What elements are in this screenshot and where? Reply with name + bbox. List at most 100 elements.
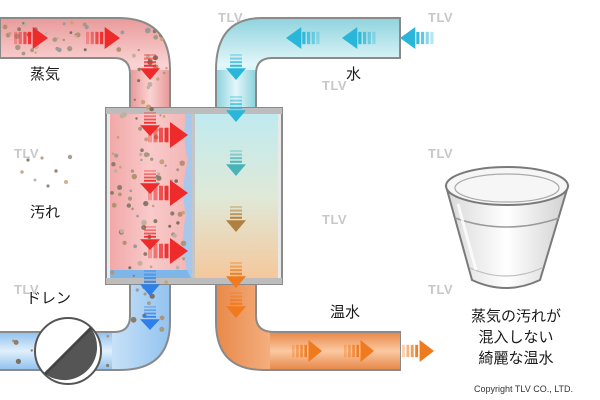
- dirt-particle: [74, 34, 78, 38]
- water-flow-arrow-icon: [342, 27, 376, 49]
- dirt-particle: [52, 37, 58, 42]
- dirt-particle: [145, 54, 150, 59]
- dirt-particle: [165, 67, 168, 70]
- dirt-particle: [137, 48, 140, 52]
- dirt-particle: [34, 51, 37, 54]
- dirt-particle: [116, 47, 122, 52]
- dirt-particle: [83, 48, 87, 52]
- drain-label: ドレン: [26, 289, 72, 307]
- dirt-particle: [141, 219, 147, 226]
- dirt-particle: [130, 316, 137, 323]
- steam-flow-arrow-icon: [140, 170, 160, 194]
- dirt-particle: [70, 21, 74, 25]
- dirt-particle: [164, 280, 168, 284]
- water-flow-arrow-icon: [226, 54, 246, 80]
- result-caption-line: 綺麗な温水: [478, 349, 554, 367]
- dirt-particle: [159, 326, 165, 332]
- dirt-particle: [114, 153, 119, 158]
- dirt-particle: [182, 257, 186, 261]
- copyright-notice: Copyright TLV CO., LTD.: [474, 384, 574, 394]
- dirt-particle: [56, 37, 59, 40]
- dirt-particle: [132, 53, 136, 58]
- dirt-particle: [156, 175, 162, 181]
- heat-exchanger: [105, 107, 283, 285]
- dirt-particle: [45, 32, 48, 35]
- result-caption-line: 混入しない: [478, 328, 554, 346]
- dirt-particle: [130, 169, 135, 173]
- water-flow-arrow-icon: [226, 206, 246, 232]
- steam-label: 蒸気: [30, 65, 61, 83]
- dirt-particle: [57, 47, 62, 53]
- dirt-sample: [20, 154, 73, 188]
- hot-water-flow-arrow-icon: [402, 340, 434, 362]
- dirt-particle: [176, 221, 180, 225]
- water-flow-arrow-icon: [226, 150, 246, 176]
- tlv-watermark: TLV: [322, 78, 348, 93]
- dirt-particle: [152, 29, 157, 34]
- dirt-particle: [118, 192, 122, 197]
- dirt-particle: [116, 135, 120, 139]
- dirt-particle: [135, 288, 139, 292]
- dirt-particle: [149, 106, 154, 112]
- dirt-particle: [149, 265, 153, 269]
- dirt-particle: [136, 214, 139, 218]
- dirt-particle: [168, 224, 172, 228]
- steam-flow-arrow-icon: [148, 238, 188, 264]
- drain-flow-arrow-icon: [140, 306, 160, 330]
- dirt-particle: [14, 33, 20, 39]
- dirt-particle: [30, 349, 33, 352]
- dirt-particle: [111, 152, 115, 155]
- dirt-particle: [131, 173, 137, 180]
- tlv-watermark: TLV: [14, 146, 40, 161]
- water-flow-arrow-icon: [226, 96, 246, 122]
- steam-flow-arrow-icon: [148, 122, 188, 148]
- dirt-particle: [143, 152, 149, 158]
- dirt-particle: [122, 240, 127, 245]
- dirt-particle: [141, 225, 147, 230]
- water-flow-arrow-icon: [286, 27, 320, 49]
- dirt-particle: [119, 229, 125, 234]
- dirt-particle: [179, 160, 185, 166]
- dirt-particle: [133, 98, 136, 102]
- dirt-particle: [180, 240, 187, 247]
- dirt-particle: [135, 117, 138, 120]
- dirt-particle: [106, 363, 110, 368]
- dirt-particle: [69, 31, 73, 34]
- water-flow-arrow-icon: [400, 27, 434, 49]
- result-caption: 蒸気の汚れが 混入しない 綺麗な温水: [452, 306, 580, 369]
- tlv-watermark: TLV: [428, 282, 454, 297]
- dirt-particle: [13, 339, 19, 345]
- drain-flow-arrow-icon: [140, 270, 160, 296]
- steam-flow-arrow-icon: [140, 54, 160, 80]
- dirt-particle: [174, 179, 178, 183]
- dirt-particle: [176, 168, 180, 172]
- dirt-particle: [170, 211, 175, 216]
- dirt-particle: [131, 207, 134, 211]
- dirt-particle: [111, 162, 116, 167]
- dirt-particle: [143, 252, 148, 256]
- dirt-particle: [143, 201, 146, 205]
- dirt-particle: [128, 266, 132, 270]
- dirt-particle: [126, 203, 131, 208]
- dirt-particle: [67, 46, 73, 52]
- dirt-particle: [159, 34, 162, 38]
- tlv-watermark: TLV: [428, 10, 454, 25]
- dirt-particle: [120, 30, 125, 35]
- dirt-particle: [117, 185, 123, 190]
- dirt-particle: [162, 115, 166, 118]
- dirt-particle: [8, 31, 12, 35]
- dirt-particle: [153, 35, 158, 40]
- dirt-particle: [147, 81, 153, 87]
- dirt-particle: [111, 202, 117, 208]
- water-glass-icon: [444, 166, 570, 289]
- flow-arrows: [14, 27, 434, 362]
- dirt-particle: [127, 196, 133, 201]
- hot-water-pipe: [215, 279, 401, 371]
- dirt-label: 汚れ: [30, 203, 61, 221]
- dirt-particle: [181, 211, 185, 215]
- dirt-particle: [106, 334, 110, 338]
- steam-flow-arrow-icon: [14, 27, 48, 49]
- dirt-particle: [143, 292, 147, 296]
- steam-trap-valve-icon: [34, 317, 102, 385]
